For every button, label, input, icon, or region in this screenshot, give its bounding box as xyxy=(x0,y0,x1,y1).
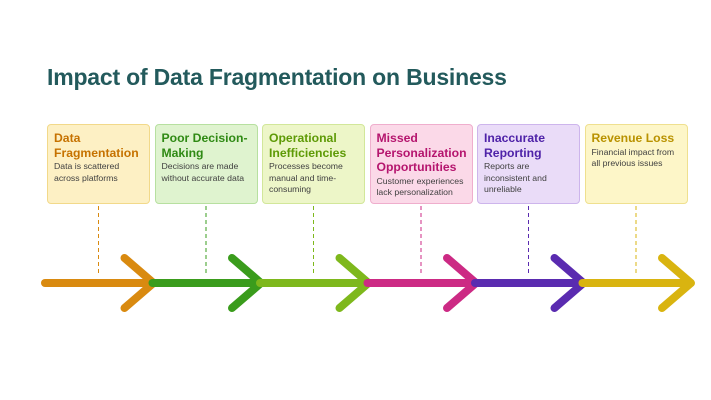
arrow-segment xyxy=(148,254,265,312)
stage-description: Processes become manual and time-consumi… xyxy=(269,161,343,194)
stage-title: Revenue Loss xyxy=(591,131,675,145)
arrow-segment xyxy=(471,254,588,312)
stage-title: Operational Inefficiencies xyxy=(269,131,347,160)
stage-description: Financial impact from all previous issue… xyxy=(591,146,675,169)
stage-description: Customer experiences lack personalizatio… xyxy=(376,175,464,198)
arrow-segment xyxy=(363,254,480,312)
stage-title: Inaccurate Reporting xyxy=(484,131,545,160)
arrow-segment xyxy=(41,254,158,312)
stage-description: Decisions are made without accurate data xyxy=(161,161,245,183)
arrow-head xyxy=(658,254,695,312)
arrow-segment xyxy=(578,254,695,312)
arrow-segment xyxy=(256,254,373,312)
page-title: Impact of Data Fragmentation on Business xyxy=(47,64,507,90)
stage-title: Data Fragmentation xyxy=(54,131,139,160)
arrow-segments xyxy=(41,254,695,312)
stage-title: Poor Decision-Making xyxy=(161,131,248,160)
stage-title: Missed Personalization Opportunities xyxy=(376,131,467,174)
stage-description: Data is scattered across platforms xyxy=(54,161,120,183)
connector-lines xyxy=(98,206,637,276)
stage-description: Reports are inconsistent and unreliable xyxy=(484,161,547,194)
